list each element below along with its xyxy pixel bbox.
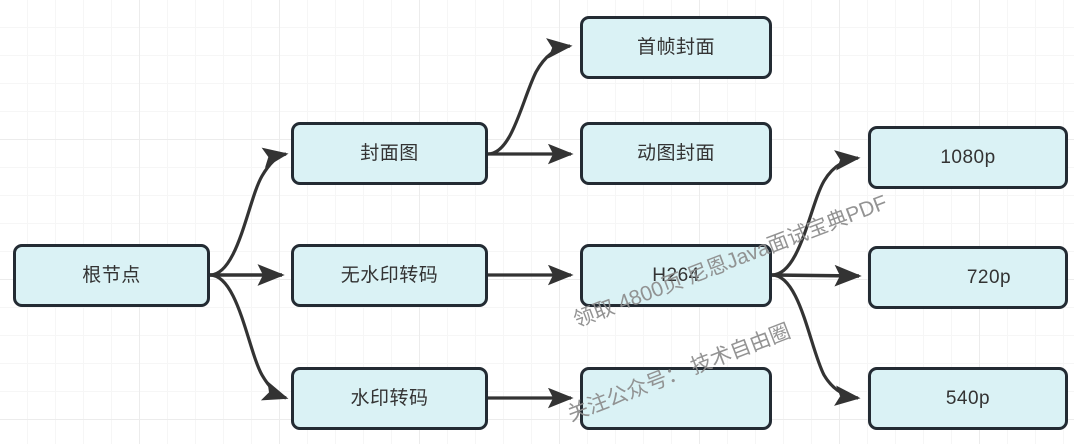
node-h264-label: H264 <box>652 265 700 286</box>
node-root[interactable]: 根节点 <box>13 244 210 307</box>
node-1080p-label: 1080p <box>940 147 996 168</box>
node-gif-cover[interactable]: 动图封面 <box>580 122 772 185</box>
node-cover-image-label: 封面图 <box>360 143 419 164</box>
node-first-frame-cover[interactable]: 首帧封面 <box>580 16 772 79</box>
edge-root-to-watermark <box>209 273 289 401</box>
node-540p[interactable]: 540p <box>868 367 1068 430</box>
node-no-watermark-transcode-label: 无水印转码 <box>340 265 439 286</box>
edge-cover-to-first-frame <box>487 38 573 156</box>
edge-h264-to-720p <box>771 264 862 287</box>
edge-root-to-cover <box>209 147 289 277</box>
edge-h264-to-1080p <box>771 150 861 277</box>
node-1080p[interactable]: 1080p <box>868 126 1068 189</box>
node-720p-label: 720p <box>966 267 1012 288</box>
node-watermark-transcode-label: 水印转码 <box>350 388 429 409</box>
node-watermark-transcode[interactable]: 水印转码 <box>291 367 488 430</box>
node-h264[interactable]: H264 <box>580 244 772 307</box>
node-720p[interactable]: 720p <box>868 246 1068 309</box>
edge-h264-to-540p <box>771 273 861 406</box>
node-first-frame-cover-label: 首帧封面 <box>636 37 715 58</box>
node-no-watermark-transcode[interactable]: 无水印转码 <box>291 244 488 307</box>
node-540p-label: 540p <box>945 388 991 409</box>
node-watermark-output[interactable] <box>580 367 772 430</box>
node-gif-cover-label: 动图封面 <box>636 143 715 164</box>
node-root-label: 根节点 <box>82 265 141 286</box>
node-cover-image[interactable]: 封面图 <box>291 122 488 185</box>
